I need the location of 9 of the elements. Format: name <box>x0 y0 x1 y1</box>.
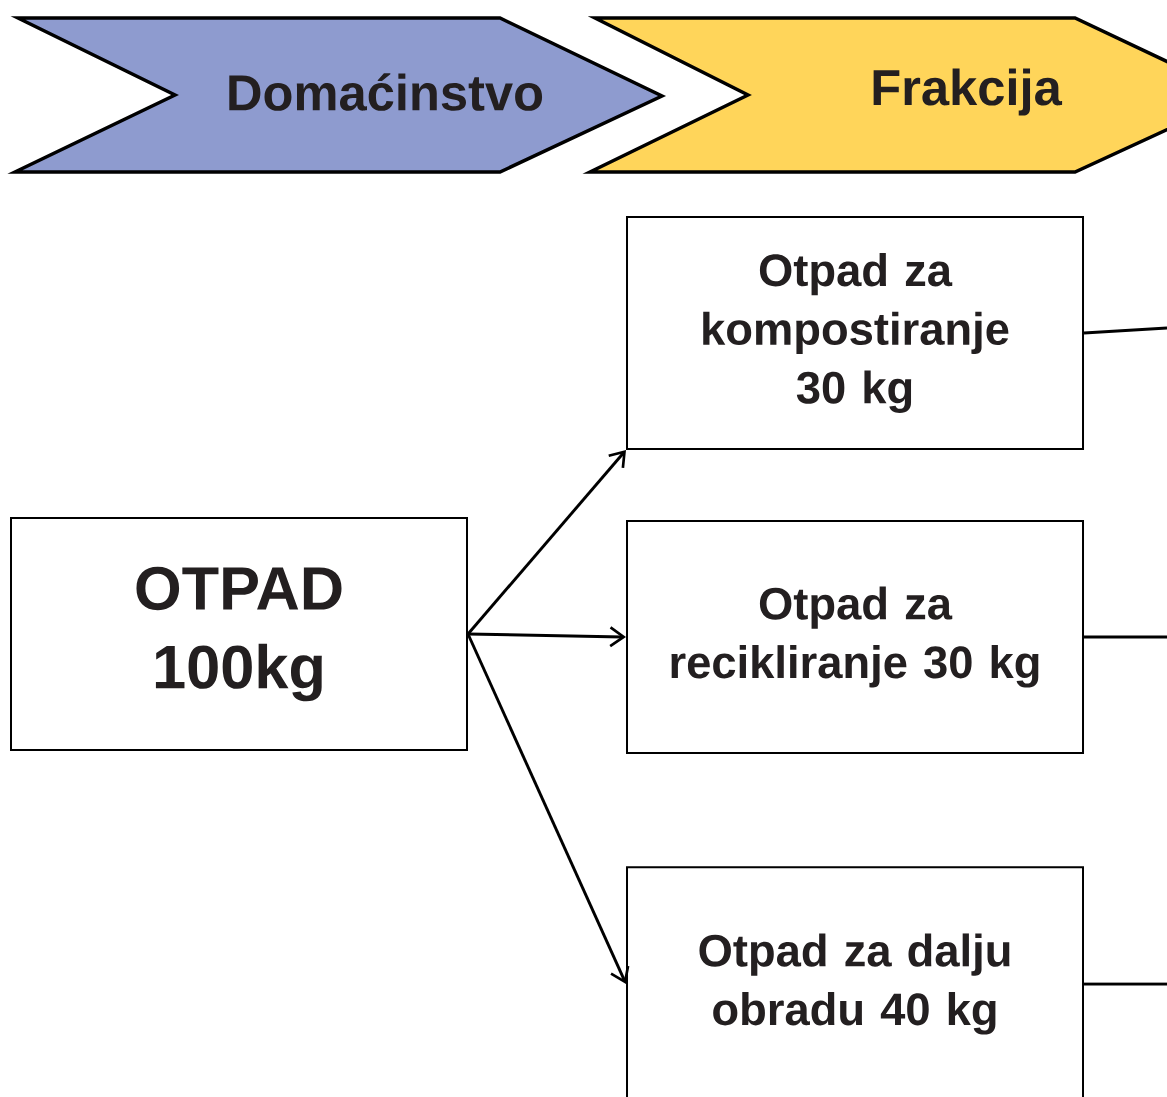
chevron-banner: Frakcija <box>582 16 1167 174</box>
arrow <box>467 626 626 648</box>
chevron-banner: Domaćinstvo <box>7 16 667 174</box>
process-box: OTPAD 100kg <box>10 517 468 751</box>
process-box: Otpad za kompostiranje 30 kg <box>626 216 1084 450</box>
process-box: Otpad za dalju obradu 40 kg <box>626 866 1084 1097</box>
arrow <box>466 633 630 984</box>
process-box: Otpad za recikliranje 30 kg <box>626 520 1084 754</box>
arrow <box>466 450 626 635</box>
